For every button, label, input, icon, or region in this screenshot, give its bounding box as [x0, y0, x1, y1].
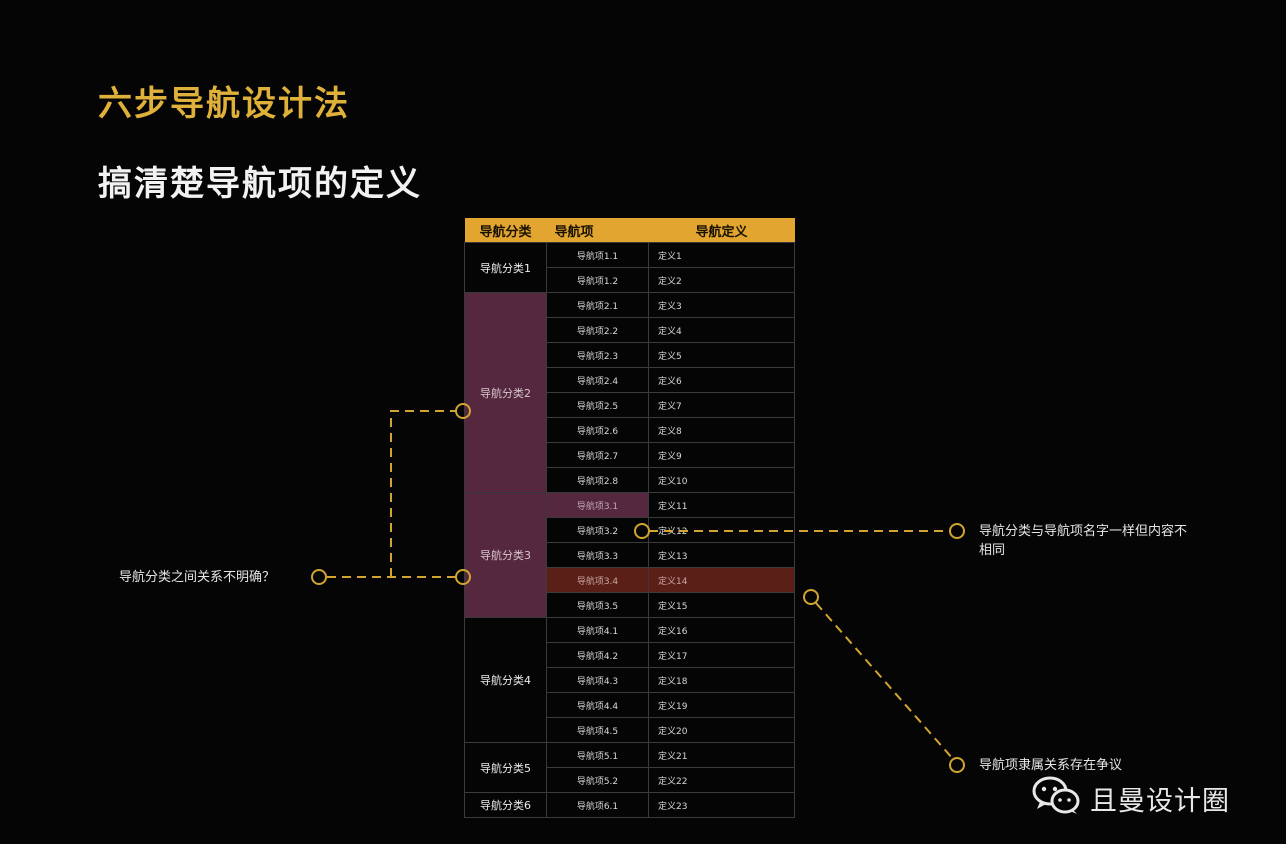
marker-left-start: [311, 569, 327, 585]
category-cell: 导航分类6: [464, 792, 547, 818]
header-category: 导航分类: [464, 218, 547, 243]
category-cell: 导航分类1: [464, 242, 547, 293]
connector-right-bottom: [815, 602, 954, 760]
page-title: 六步导航设计法: [98, 84, 350, 124]
item-cell: 导航项3.4: [546, 567, 649, 593]
item-cell: 导航项2.1: [546, 292, 649, 318]
category-cell: 导航分类4: [464, 617, 547, 743]
definition-cell: 定义7: [648, 392, 795, 418]
item-cell: 导航项2.4: [546, 367, 649, 393]
logo-text: 且曼设计圈: [1090, 785, 1230, 817]
definition-cell: 定义14: [648, 567, 795, 593]
definition-cell: 定义1: [648, 242, 795, 268]
definition-cell: 定义4: [648, 317, 795, 343]
definition-cell: 定义22: [648, 767, 795, 793]
item-cell: 导航项4.3: [546, 667, 649, 693]
definition-cell: 定义6: [648, 367, 795, 393]
watermark-logo: 且曼设计圈: [1032, 776, 1230, 820]
definition-cell: 定义17: [648, 642, 795, 668]
definition-cell: 定义23: [648, 792, 795, 818]
marker-category-3: [455, 569, 471, 585]
item-cell: 导航项1.1: [546, 242, 649, 268]
header-item: 导航项: [546, 218, 649, 243]
annotation-right-bottom: 导航项隶属关系存在争议: [979, 758, 1123, 773]
item-cell: 导航项6.1: [546, 792, 649, 818]
header-definition: 导航定义: [648, 218, 795, 243]
annotation-left: 导航分类之间关系不明确？: [119, 570, 276, 585]
definition-cell: 定义15: [648, 592, 795, 618]
item-cell: 导航项2.7: [546, 442, 649, 468]
item-cell: 导航项1.2: [546, 267, 649, 293]
item-cell: 导航项5.1: [546, 742, 649, 768]
item-cell: 导航项4.5: [546, 717, 649, 743]
marker-right-top-end: [949, 523, 965, 539]
definition-cell: 定义10: [648, 467, 795, 493]
item-cell: 导航项2.6: [546, 417, 649, 443]
table-header-row: 导航分类 导航项 导航定义: [464, 218, 795, 243]
item-cell: 导航项5.2: [546, 767, 649, 793]
wechat-icon: [1032, 776, 1082, 820]
item-cell: 导航项4.4: [546, 692, 649, 718]
category-cell: 导航分类2: [464, 292, 547, 493]
marker-item-3-4: [803, 589, 819, 605]
page-subtitle: 搞清楚导航项的定义: [98, 164, 422, 204]
marker-item-3-1: [634, 523, 650, 539]
definition-cell: 定义8: [648, 417, 795, 443]
category-cell: 导航分类3: [464, 492, 547, 618]
category-cell: 导航分类5: [464, 742, 547, 793]
item-cell: 导航项3.2: [546, 517, 649, 543]
connector-left: [327, 410, 456, 578]
annotation-right-top: 导航分类与导航项名字一样但内容不相同: [979, 524, 1188, 558]
marker-right-bottom-end: [949, 757, 965, 773]
marker-category-2: [455, 403, 471, 419]
